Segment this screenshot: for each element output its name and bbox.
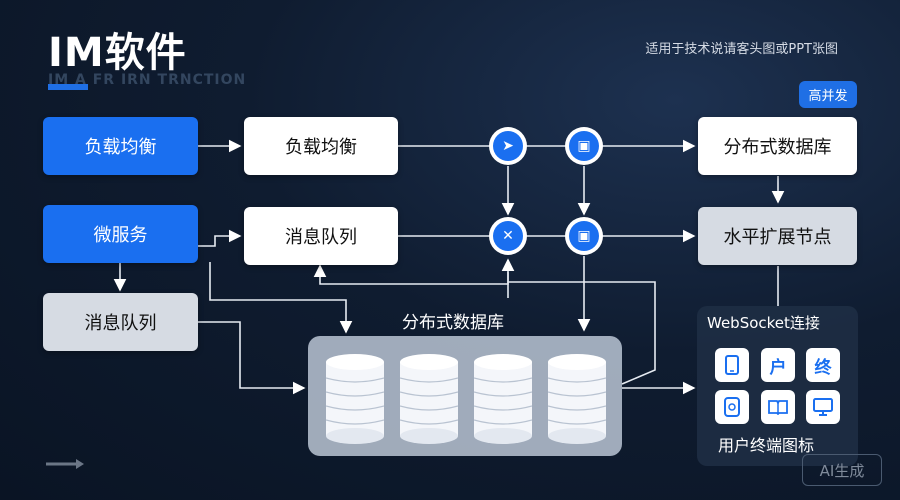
websocket-panel xyxy=(697,306,858,466)
left-message-queue: 消息队列 xyxy=(43,293,198,351)
ai-watermark: AI生成 xyxy=(802,454,882,486)
db-cluster-label: 分布式数据库 xyxy=(402,313,504,333)
tile-terminal: 终 xyxy=(806,348,840,382)
phone-icon xyxy=(715,348,749,382)
briefcase-node: ▣ xyxy=(565,127,603,165)
send-node: ➤ xyxy=(489,127,527,165)
monitor-icon xyxy=(806,390,840,424)
high-concurrency-badge: 高并发 xyxy=(799,81,857,108)
db-cylinder-1 xyxy=(326,354,384,444)
tile-user: 户 xyxy=(761,348,795,382)
title-accent-bar xyxy=(48,84,88,90)
websocket-title: WebSocket连接 xyxy=(707,314,820,332)
db-cylinder-3 xyxy=(474,354,532,444)
tablet-icon xyxy=(715,390,749,424)
page-title: IM软件 xyxy=(48,30,187,76)
briefcase-icon: ▣ xyxy=(569,131,599,161)
left-load-balancer: 负载均衡 xyxy=(43,117,198,175)
book-icon xyxy=(761,390,795,424)
shuffle-node: ✕ xyxy=(489,217,527,255)
shuffle-icon: ✕ xyxy=(493,221,523,251)
db-cylinder-2 xyxy=(400,354,458,444)
websocket-caption: 用户终端图标 xyxy=(718,436,815,455)
decorative-arrow-icon xyxy=(46,459,84,469)
db-cylinder-4 xyxy=(548,354,606,444)
middle-load-balancer: 负载均衡 xyxy=(244,117,398,175)
top-note: 适用于技术说请客头图或PPT张图 xyxy=(645,42,838,57)
send-icon: ➤ xyxy=(493,131,523,161)
right-horizontal-scale: 水平扩展节点 xyxy=(698,207,857,265)
left-microservice: 微服务 xyxy=(43,205,198,263)
bag-icon: ▣ xyxy=(569,221,599,251)
page-subtitle: IM A FR IRN TRNCTION xyxy=(48,72,247,88)
bag-node: ▣ xyxy=(565,217,603,255)
middle-message-queue: 消息队列 xyxy=(244,207,398,265)
right-distributed-db: 分布式数据库 xyxy=(698,117,857,175)
